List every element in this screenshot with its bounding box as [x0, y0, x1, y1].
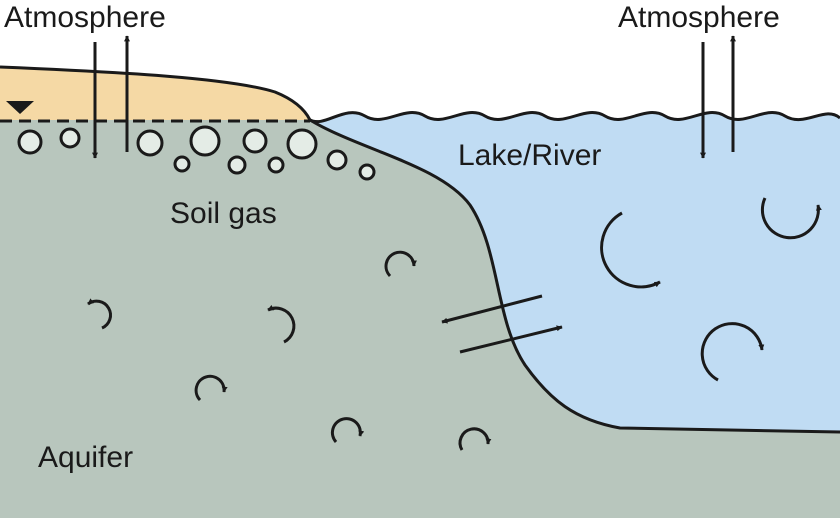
circulation-arrow-icon: [600, 211, 661, 289]
circulation-arrow-icon: [194, 374, 228, 402]
soil-surface-zone: [0, 67, 310, 120]
soil-gas-label: Soil gas: [170, 197, 277, 230]
gas-bubble-icon: [173, 155, 191, 173]
gas-bubble-icon: [59, 127, 81, 149]
gas-bubble-icon: [267, 156, 285, 174]
aquifer-label: Aquifer: [38, 441, 133, 474]
circulation-arrow-icon: [458, 427, 492, 451]
gas-bubble-icon: [17, 129, 43, 155]
circulation-arrow-icon: [760, 197, 822, 240]
gas-bubble-icon: [227, 155, 247, 175]
water-table-marker-icon: [6, 101, 34, 114]
gas-bubble-icon: [358, 163, 376, 181]
lake-river-water: [310, 112, 840, 433]
gas-bubble-icon: [326, 149, 348, 171]
circulation-arrow-icon: [267, 304, 296, 344]
gas-bubble-icon: [242, 128, 268, 154]
gas-bubble-icon: [286, 128, 318, 160]
arrow-icon: [459, 325, 563, 354]
gas-bubble-icon: [136, 129, 164, 157]
gas-bubble-icon: [189, 125, 221, 157]
circulation-arrow-icon: [700, 322, 765, 382]
circulation-arrow-icon: [330, 417, 365, 444]
land-surface-line: [0, 65, 312, 121]
lake-bed-line: [309, 118, 840, 434]
lake-river-label: Lake/River: [458, 139, 601, 172]
atmosphere-right-label: Atmosphere: [618, 1, 780, 34]
arrow-icon: [441, 294, 543, 324]
water-surface-line: [309, 111, 840, 124]
soil-gas-bubbles: [17, 125, 376, 181]
circulation-arrow-icon: [384, 250, 417, 278]
atmosphere-left-label: Atmosphere: [4, 1, 166, 34]
circulation-arrow-icon: [87, 298, 112, 330]
